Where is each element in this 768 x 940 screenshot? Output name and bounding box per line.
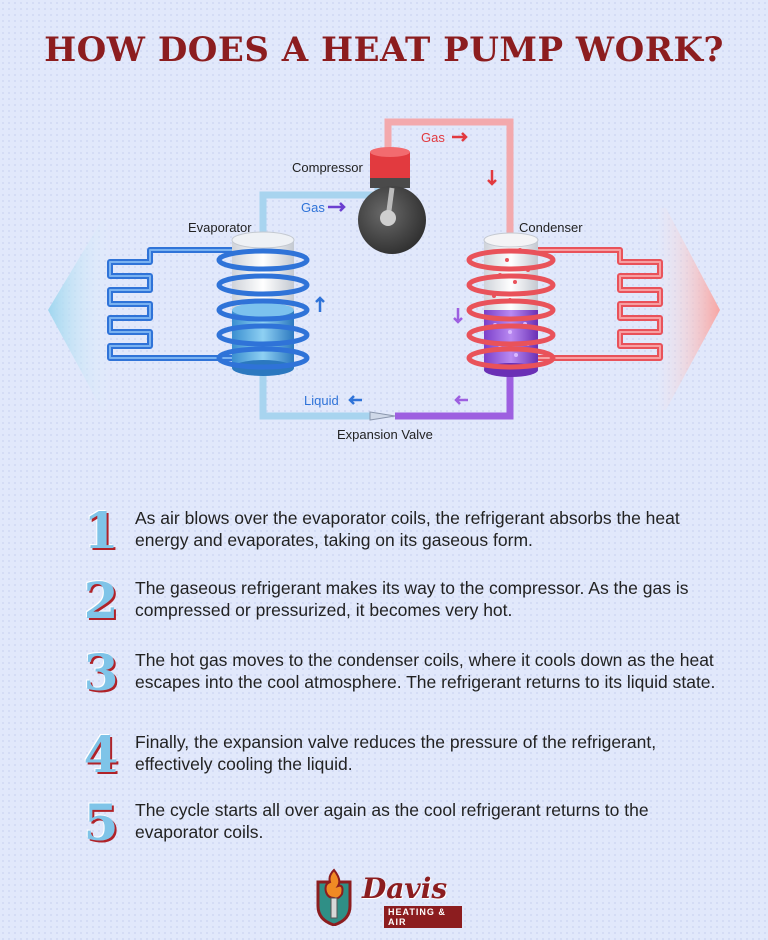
step-3: 3 The hot gas moves to the condenser coi… bbox=[0, 645, 768, 715]
step-number: 4 bbox=[83, 725, 119, 784]
step-4: 4 Finally, the expansion valve reduces t… bbox=[0, 727, 768, 797]
davis-logo: Davis HEATING & AIR bbox=[312, 868, 462, 928]
hot-air-arrow bbox=[656, 208, 720, 410]
heat-pump-diagram: Compressor Evaporator Condenser Gas Gas … bbox=[48, 118, 720, 442]
step-number: 2 bbox=[83, 571, 119, 630]
step-5: 5 The cycle starts all over again as the… bbox=[0, 795, 768, 865]
evaporator-label: Evaporator bbox=[188, 220, 252, 235]
logo-tagline: HEATING & AIR bbox=[384, 906, 462, 928]
condenser-label: Condenser bbox=[519, 220, 583, 235]
hot-gas-pipe bbox=[384, 118, 514, 235]
step-text: The hot gas moves to the condenser coils… bbox=[135, 650, 716, 692]
step-number: 3 bbox=[83, 643, 119, 702]
step-text: As air blows over the evaporator coils, … bbox=[135, 508, 680, 550]
compressor-label: Compressor bbox=[292, 160, 363, 175]
step-1: 1 As air blows over the evaporator coils… bbox=[0, 503, 768, 573]
expansion-valve-label: Expansion Valve bbox=[337, 427, 433, 442]
mixed-pipe bbox=[395, 370, 514, 420]
flame-shield-icon bbox=[316, 868, 352, 926]
page-title: HOW DOES A HEAT PUMP WORK? bbox=[44, 30, 724, 70]
cold-air-arrow bbox=[48, 220, 112, 410]
step-text: The gaseous refrigerant makes its way to… bbox=[135, 578, 689, 620]
logo-name: Davis bbox=[362, 872, 448, 905]
liquid-pipe bbox=[259, 375, 370, 420]
gas-label-top: Gas bbox=[421, 130, 445, 145]
liquid-label: Liquid bbox=[304, 393, 339, 408]
step-number: 5 bbox=[83, 793, 119, 852]
gas-label-left: Gas bbox=[301, 200, 325, 215]
expansion-valve bbox=[369, 411, 396, 421]
step-text: Finally, the expansion valve reduces the… bbox=[135, 732, 657, 774]
compressor bbox=[358, 147, 426, 254]
step-2: 2 The gaseous refrigerant makes its way … bbox=[0, 573, 768, 643]
step-text: The cycle starts all over again as the c… bbox=[135, 800, 649, 842]
step-number: 1 bbox=[83, 501, 119, 560]
